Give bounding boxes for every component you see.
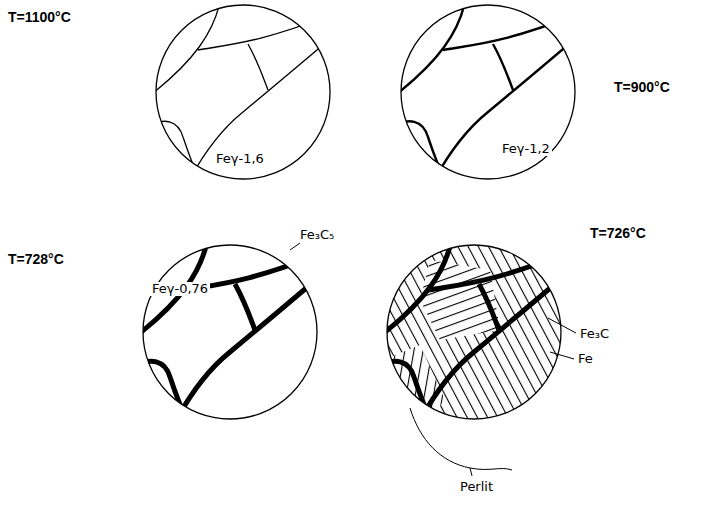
- phase-label: Feγ-1,6: [214, 152, 266, 166]
- phase-label: Fe: [576, 352, 595, 366]
- temperature-label: T=1100°C: [6, 10, 73, 25]
- phase-label: Fe₃C₅: [298, 228, 336, 242]
- temperature-label: T=728°C: [6, 252, 66, 267]
- temperature-label: T=726°C: [588, 226, 648, 241]
- phase-label: Feγ-1,2: [500, 142, 552, 156]
- temperature-label: T=900°C: [612, 80, 672, 95]
- structure-label: Perlit: [458, 480, 495, 494]
- phase-label: Feγ-0,76: [150, 282, 210, 296]
- phase-label: Fe₃C: [578, 327, 611, 341]
